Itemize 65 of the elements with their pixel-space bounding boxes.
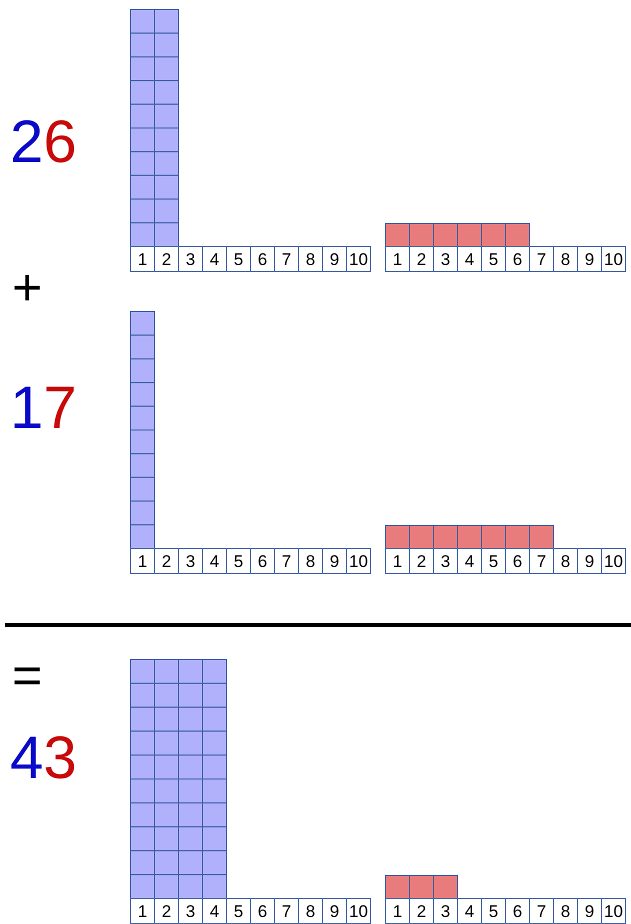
number-label: 8 [298,898,323,924]
number-label: 6 [505,898,530,924]
number-label: 4 [457,548,482,574]
number-label: 6 [505,548,530,574]
number-label: 3 [178,898,203,924]
number-label: 7 [274,246,299,272]
number-label: 4 [202,548,227,574]
number-label: 8 [298,246,323,272]
number-label: 3 [178,246,203,272]
number-text: 17 [10,378,77,438]
number-label: 6 [250,898,275,924]
number-label: 9 [322,898,347,924]
number-label: 5 [226,898,251,924]
number-label: 10 [601,246,626,272]
number-label: 6 [250,548,275,574]
number-label: 5 [481,548,506,574]
number-label: 10 [346,246,371,272]
number-label: 10 [601,548,626,574]
number-label: 8 [553,548,578,574]
number-label: 1 [385,246,410,272]
number-label: 9 [577,246,602,272]
number-label: 2 [154,548,179,574]
number-label: 1 [385,898,410,924]
number-label: 9 [322,246,347,272]
number-label: 3 [433,548,458,574]
number-label: 2 [409,898,434,924]
number-label: 4 [457,898,482,924]
number-label: 7 [529,548,554,574]
number-label: 9 [322,548,347,574]
number-label: 6 [505,246,530,272]
number-label: 2 [154,246,179,272]
number-label: 4 [457,246,482,272]
number-label: 2 [409,246,434,272]
number-label: 8 [553,246,578,272]
number-label: 1 [130,898,155,924]
number-text: 43 [10,728,77,788]
number-label: 3 [433,898,458,924]
equals-sign: = [12,650,42,702]
number-label: 7 [529,898,554,924]
number-label: 5 [226,246,251,272]
number-label: 7 [274,548,299,574]
number-label: 8 [553,898,578,924]
number-label: 10 [346,898,371,924]
number-label: 5 [226,548,251,574]
number-label: 1 [385,548,410,574]
number-label: 7 [529,246,554,272]
number-text: 26 [10,112,77,172]
number-label: 4 [202,898,227,924]
number-label: 6 [250,246,275,272]
number-label: 1 [130,246,155,272]
number-label: 8 [298,548,323,574]
number-label: 2 [154,898,179,924]
number-label: 10 [346,548,371,574]
number-label: 1 [130,548,155,574]
number-label: 5 [481,246,506,272]
number-label: 4 [202,246,227,272]
number-label: 9 [577,898,602,924]
number-label: 9 [577,548,602,574]
number-label: 5 [481,898,506,924]
number-label: 3 [433,246,458,272]
number-label: 3 [178,548,203,574]
number-label: 10 [601,898,626,924]
number-label: 7 [274,898,299,924]
number-label: 2 [409,548,434,574]
plus-sign: + [12,262,42,314]
